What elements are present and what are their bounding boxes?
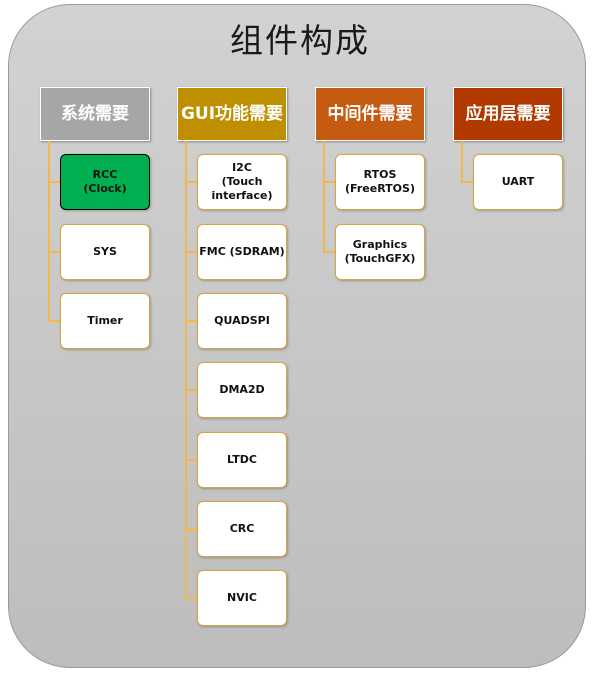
node-fmc-sdram-label: FMC (SDRAM) xyxy=(199,245,285,258)
node-rcc: RCC (Clock) xyxy=(60,154,150,210)
connector-gui-nvic xyxy=(185,597,199,599)
node-graphics-label: Graphics (TouchGFX) xyxy=(344,238,416,265)
node-dma2d: DMA2D xyxy=(197,362,287,418)
node-timer: Timer xyxy=(60,293,150,349)
node-i2c: I2C (Touch interface) xyxy=(197,154,287,210)
connector-gui-crc xyxy=(185,528,199,530)
node-i2c-label: I2C (Touch interface) xyxy=(211,161,273,202)
header-gui-label: GUI功能需要 xyxy=(180,104,284,124)
node-quadspi: QUADSPI xyxy=(197,293,287,349)
connector-middleware-trunk xyxy=(323,141,325,253)
node-graphics: Graphics (TouchGFX) xyxy=(335,224,425,280)
node-quadspi-label: QUADSPI xyxy=(214,314,270,327)
header-application-label: 应用层需要 xyxy=(465,104,551,124)
node-nvic-label: NVIC xyxy=(227,591,257,604)
connector-system-trunk xyxy=(48,141,50,322)
header-middleware-label: 中间件需要 xyxy=(327,104,413,124)
connector-application-trunk xyxy=(461,141,463,183)
header-system-label: 系统需要 xyxy=(61,104,129,124)
node-crc-label: CRC xyxy=(229,522,255,535)
connector-system-sys xyxy=(48,251,62,253)
connector-application-uart xyxy=(461,181,475,183)
node-rtos: RTOS (FreeRTOS) xyxy=(335,154,425,210)
connector-middleware-graphics xyxy=(323,251,337,253)
connector-middleware-rtos xyxy=(323,181,337,183)
node-ltdc: LTDC xyxy=(197,432,287,488)
node-uart: UART xyxy=(473,154,563,210)
node-fmc-sdram: FMC (SDRAM) xyxy=(197,224,287,280)
node-uart-label: UART xyxy=(501,175,535,188)
node-sys: SYS xyxy=(60,224,150,280)
connector-system-timer xyxy=(48,320,62,322)
connector-gui-trunk xyxy=(185,141,187,598)
header-application: 应用层需要 xyxy=(453,87,563,141)
node-rtos-label: RTOS (FreeRTOS) xyxy=(345,168,415,195)
connector-gui-ltdc xyxy=(185,459,199,461)
node-crc: CRC xyxy=(197,501,287,557)
node-ltdc-label: LTDC xyxy=(227,453,257,466)
header-gui: GUI功能需要 xyxy=(177,87,287,141)
connector-gui-fmc xyxy=(185,251,199,253)
node-sys-label: SYS xyxy=(93,245,117,258)
header-system: 系统需要 xyxy=(40,87,150,141)
connector-gui-quadspi xyxy=(185,320,199,322)
diagram-title: 组件构成 xyxy=(230,21,370,60)
header-middleware: 中间件需要 xyxy=(315,87,425,141)
connector-gui-i2c xyxy=(185,181,199,183)
node-nvic: NVIC xyxy=(197,570,287,626)
node-dma2d-label: DMA2D xyxy=(219,383,265,396)
connector-system-rcc xyxy=(48,181,62,183)
connector-gui-dma2d xyxy=(185,389,199,391)
node-timer-label: Timer xyxy=(87,314,123,327)
node-rcc-label: RCC (Clock) xyxy=(83,168,127,195)
